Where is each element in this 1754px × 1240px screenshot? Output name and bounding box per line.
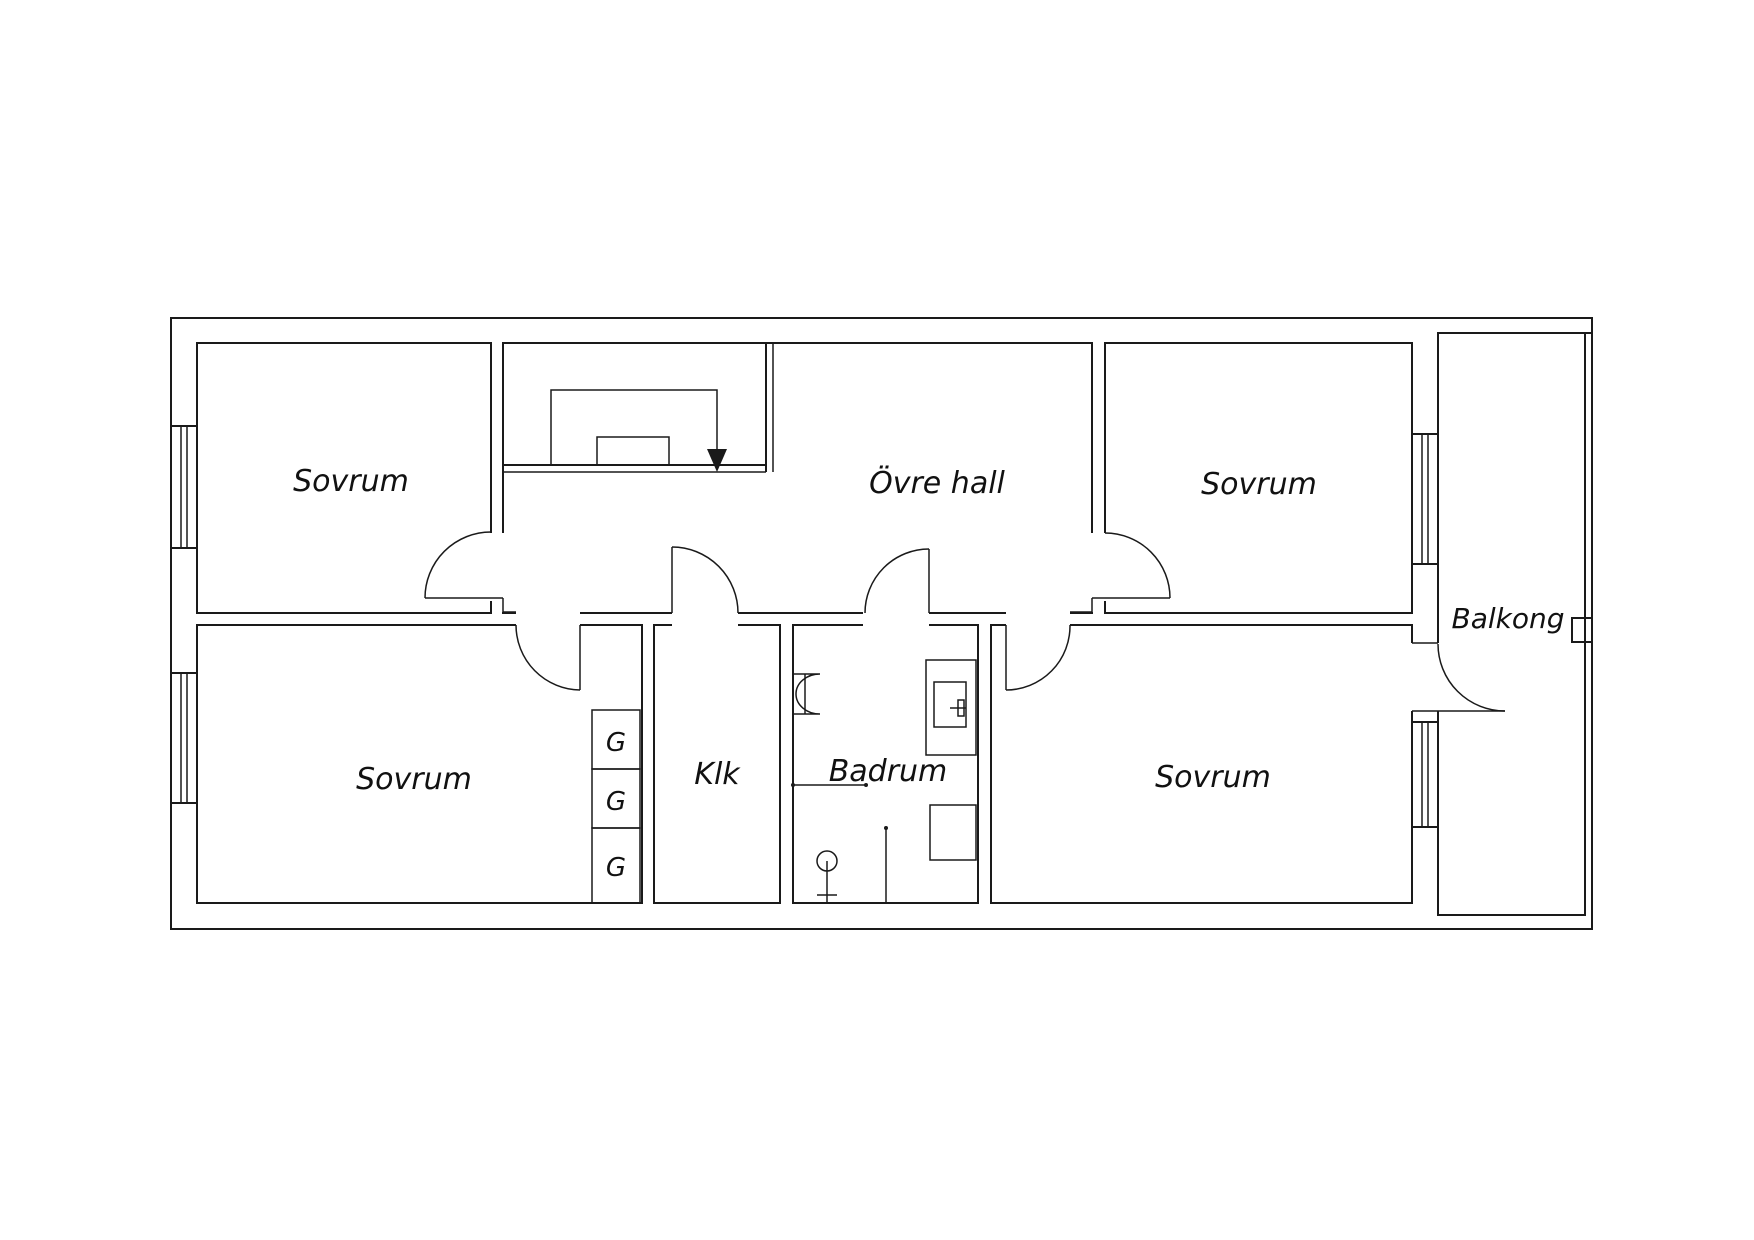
wardrobe-label-1: G xyxy=(606,728,626,758)
toilet-icon xyxy=(793,673,821,715)
room-label-upper-hall: Övre hall xyxy=(869,465,1005,501)
windows xyxy=(170,425,1593,828)
room-label-bedroom-bottom-left: Sovrum xyxy=(356,762,472,797)
door-swings xyxy=(424,531,1506,712)
door-openings xyxy=(489,533,1440,711)
stair-arrow-icon xyxy=(707,449,727,472)
sink-icon xyxy=(925,659,977,756)
bathroom-fixtures xyxy=(791,659,977,903)
room-label-bedroom-top-right: Sovrum xyxy=(1201,467,1317,502)
room-labels: Sovrum Övre hall Sovrum Sovrum Klk Badru… xyxy=(293,464,1564,797)
room-label-closet: Klk xyxy=(694,757,741,792)
room-label-bedroom-top-left: Sovrum xyxy=(293,464,409,499)
stairwell xyxy=(503,343,774,473)
wardrobes: G G G xyxy=(591,709,641,904)
wardrobe-label-2: G xyxy=(606,787,626,817)
room-label-bathroom: Badrum xyxy=(829,754,948,789)
room-label-balcony: Balkong xyxy=(1451,602,1564,635)
wardrobe-label-3: G xyxy=(606,853,626,883)
cabinet-icon xyxy=(929,804,977,861)
room-label-bedroom-bottom-right: Sovrum xyxy=(1155,760,1271,795)
